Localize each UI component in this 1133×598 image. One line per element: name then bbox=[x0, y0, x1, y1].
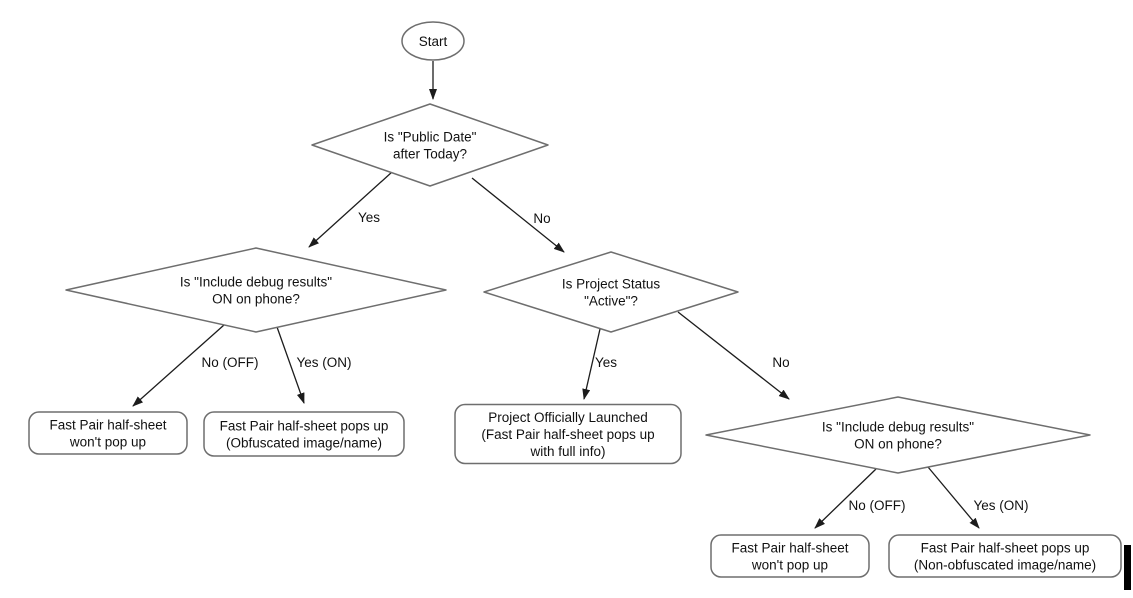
edge-public-date-no: No bbox=[471, 177, 565, 253]
outcome-non-obfuscated-label: Fast Pair half-sheet pops up(Non-obfusca… bbox=[914, 541, 1096, 573]
edge-status-no-arrow bbox=[677, 311, 790, 400]
edge-status-no: No bbox=[677, 311, 790, 400]
edge-public-date-no-arrow bbox=[471, 177, 565, 253]
edge-status-yes-arrow bbox=[582, 328, 601, 400]
decision-public-date-shape bbox=[311, 103, 549, 187]
outcome-non-obfuscated: Fast Pair half-sheet pops up(Non-obfusca… bbox=[888, 534, 1122, 578]
outcome-obfuscated-label: Fast Pair half-sheet pops up(Obfuscated … bbox=[220, 419, 389, 451]
decision-project-status-shape bbox=[483, 251, 739, 333]
edge-debug-left-yes-on-label: Yes (ON) bbox=[296, 355, 351, 370]
outcome-officially-launched-shape bbox=[454, 403, 682, 465]
decision-public-date: Is "Public Date"after Today? bbox=[311, 103, 549, 187]
outcome-wont-pop-up-right-shape bbox=[710, 534, 870, 578]
edge-status-no-label: No bbox=[772, 355, 789, 370]
edge-debug-left-no-off: No (OFF) bbox=[132, 324, 259, 407]
edge-debug-left-yes-on-arrow bbox=[276, 326, 305, 404]
outcome-non-obfuscated-shape bbox=[888, 534, 1122, 578]
edge-debug-left-no-off-label: No (OFF) bbox=[202, 355, 259, 370]
edge-debug-right-no-off-arrow bbox=[814, 468, 877, 529]
decision-debug-results-left: Is "Include debug results"ON on phone? bbox=[65, 247, 447, 333]
edge-debug-right-yes-on: Yes (ON) bbox=[927, 466, 1029, 529]
edge-debug-right-yes-on-label: Yes (ON) bbox=[973, 498, 1028, 513]
outcome-obfuscated: Fast Pair half-sheet pops up(Obfuscated … bbox=[203, 411, 405, 457]
edge-debug-left-no-off-arrow bbox=[132, 324, 225, 407]
decision-debug-results-right-label: Is "Include debug results"ON on phone? bbox=[822, 420, 974, 452]
outcome-officially-launched-label: Project Officially Launched(Fast Pair ha… bbox=[481, 410, 654, 459]
edge-debug-right-no-off: No (OFF) bbox=[814, 468, 906, 529]
edge-debug-right-yes-on-arrow bbox=[927, 466, 980, 529]
edge-public-date-yes: Yes bbox=[308, 171, 393, 248]
decision-public-date-label: Is "Public Date"after Today? bbox=[384, 130, 477, 162]
start-node: Start bbox=[401, 21, 465, 61]
outcome-wont-pop-up-left-shape bbox=[28, 411, 188, 455]
edge-status-yes: Yes bbox=[582, 328, 617, 400]
start-node-label: Start bbox=[419, 34, 448, 49]
edge-public-date-yes-arrow bbox=[308, 171, 393, 248]
edge-status-yes-label: Yes bbox=[595, 355, 617, 370]
edge-public-date-yes-label: Yes bbox=[358, 210, 380, 225]
start-node-shape bbox=[401, 21, 465, 61]
outcome-officially-launched: Project Officially Launched(Fast Pair ha… bbox=[454, 403, 682, 465]
edge-debug-right-no-off-label: No (OFF) bbox=[849, 498, 906, 513]
decision-debug-results-left-label: Is "Include debug results"ON on phone? bbox=[180, 275, 332, 307]
decision-debug-results-right-shape bbox=[705, 396, 1091, 474]
decision-debug-results-left-shape bbox=[65, 247, 447, 333]
decision-project-status: Is Project Status"Active"? bbox=[483, 251, 739, 333]
text-cursor-artifact bbox=[1124, 545, 1131, 590]
edge-debug-left-yes-on: Yes (ON) bbox=[276, 326, 352, 404]
outcome-obfuscated-shape bbox=[203, 411, 405, 457]
decision-debug-results-right: Is "Include debug results"ON on phone? bbox=[705, 396, 1091, 474]
edge-public-date-no-label: No bbox=[533, 211, 550, 226]
decision-project-status-label: Is Project Status"Active"? bbox=[562, 277, 661, 309]
